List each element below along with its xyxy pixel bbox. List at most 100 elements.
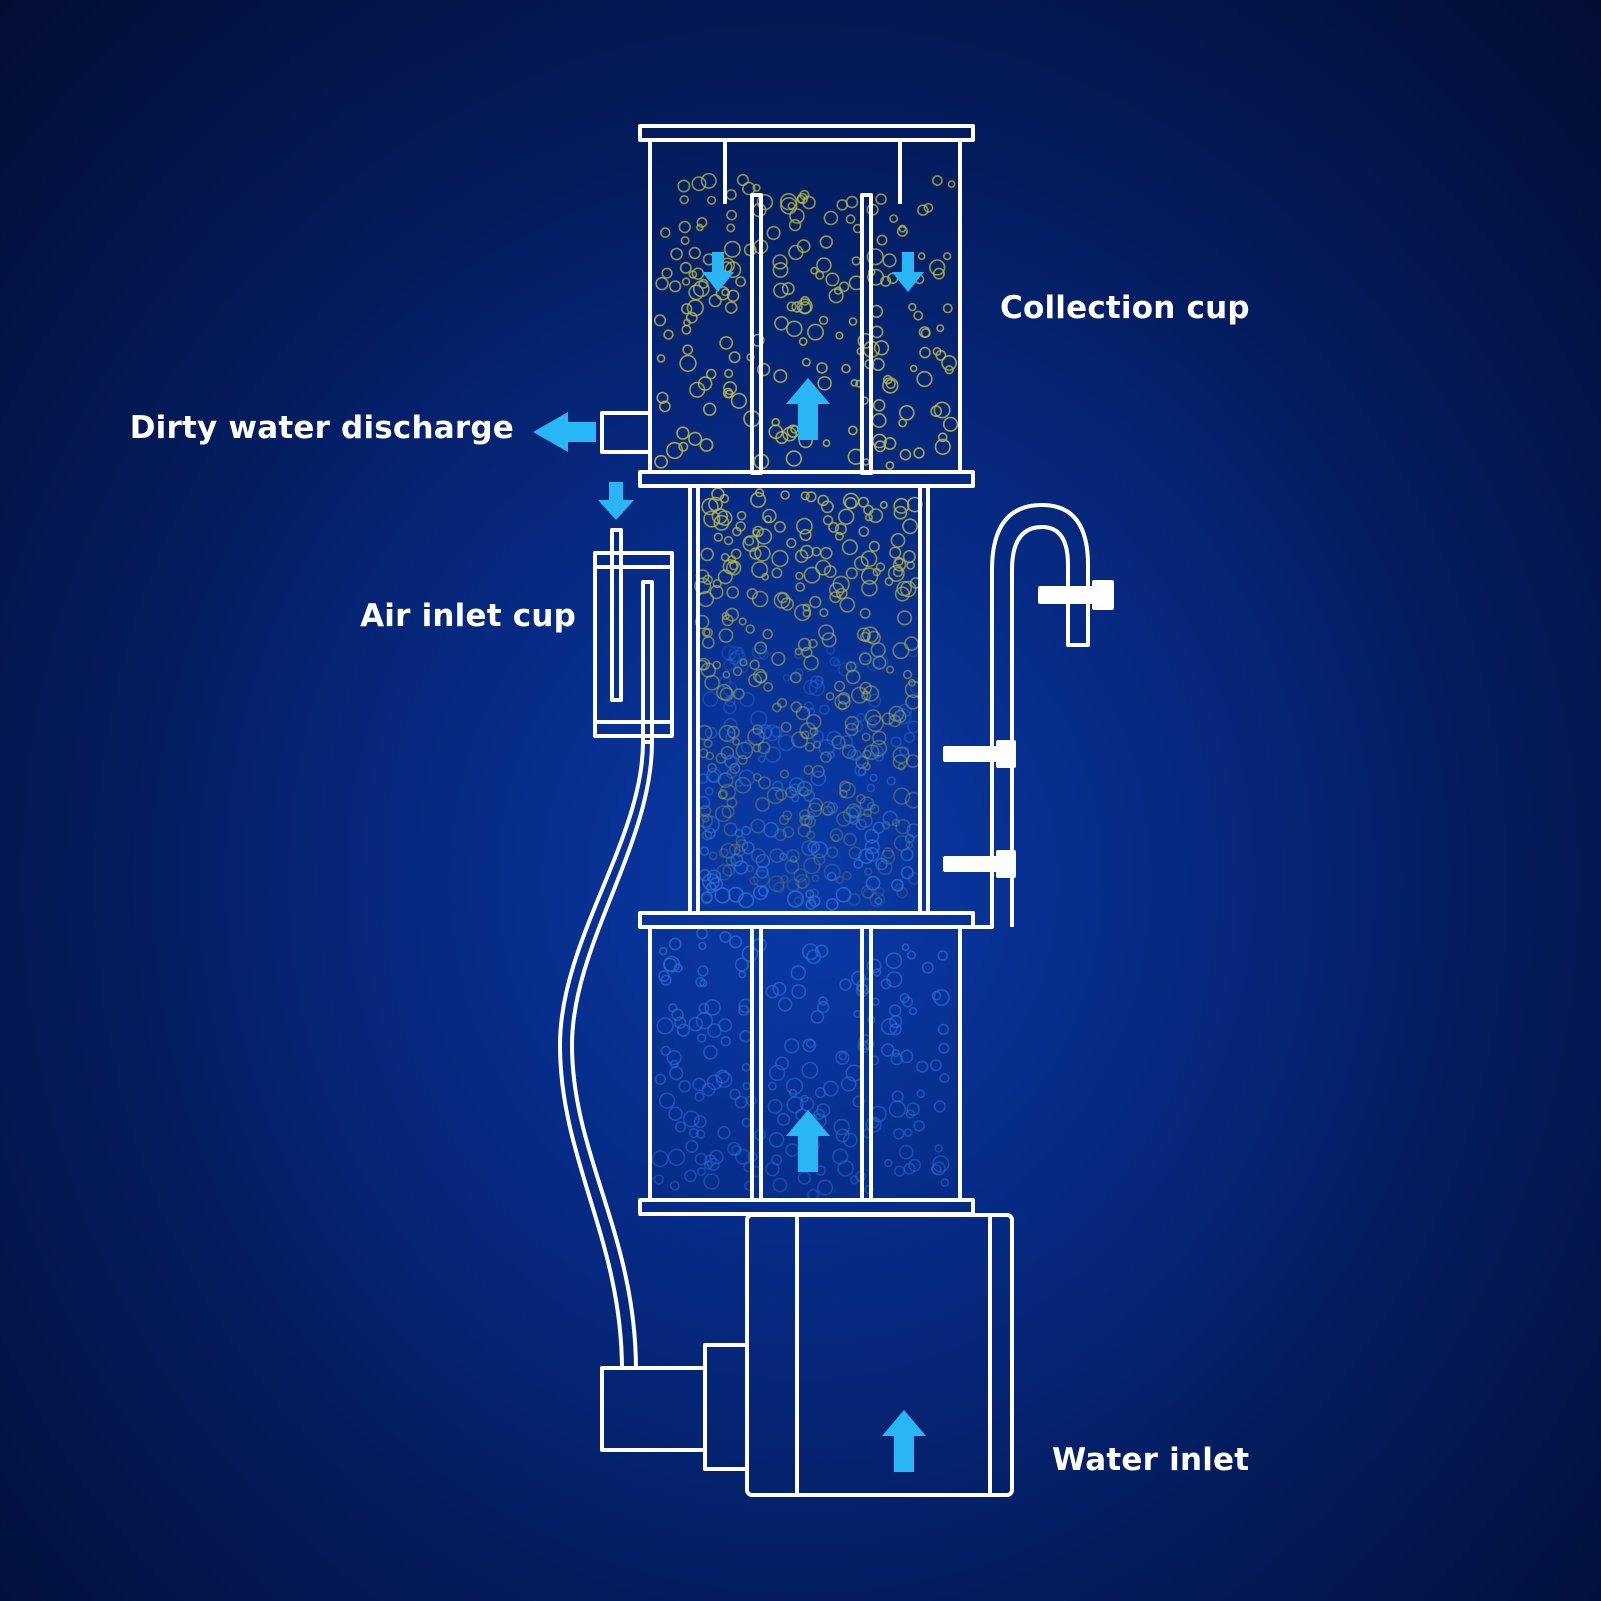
- bubble: [888, 714, 902, 728]
- bubble: [850, 970, 866, 986]
- bubble: [723, 381, 738, 396]
- bubble: [661, 267, 673, 279]
- bubble: [849, 661, 859, 671]
- bubble: [752, 724, 763, 735]
- bubble: [809, 675, 824, 689]
- bubble: [694, 1152, 708, 1166]
- bubble: [719, 335, 734, 350]
- bubble: [687, 431, 703, 447]
- bubble: [899, 992, 910, 1004]
- bubble: [898, 703, 912, 718]
- bubble: [737, 892, 755, 909]
- bubble: [871, 730, 887, 746]
- bubble: [810, 770, 827, 787]
- bubble: [890, 736, 902, 748]
- bubble: [893, 1165, 906, 1177]
- bubble: [888, 1100, 906, 1118]
- bubble: [780, 490, 790, 500]
- bubble: [732, 666, 743, 677]
- bubble: [764, 746, 782, 763]
- bubble: [653, 314, 667, 327]
- bubble: [872, 821, 885, 834]
- bubble: [719, 783, 737, 801]
- bubble: [726, 289, 740, 303]
- bubble: [755, 865, 769, 879]
- bubble: [938, 1042, 950, 1054]
- bubble: [739, 691, 755, 708]
- bubble: [831, 833, 840, 843]
- bubble: [749, 876, 759, 886]
- bubble: [791, 301, 803, 313]
- bubble: [705, 882, 717, 894]
- bubble: [668, 937, 682, 951]
- bubble: [809, 727, 819, 737]
- bubble: [780, 721, 792, 733]
- bubble: [654, 1073, 667, 1086]
- bubble: [703, 1160, 713, 1170]
- bubble: [702, 574, 713, 585]
- bubble: [682, 344, 694, 356]
- bubbles-lower-chamber: [651, 927, 950, 1201]
- bubble: [681, 324, 692, 335]
- bubble: [872, 398, 886, 412]
- bubble: [858, 652, 872, 666]
- bubble: [891, 818, 901, 827]
- bubble: [676, 1023, 690, 1037]
- bubble: [810, 1010, 825, 1024]
- bubble: [833, 680, 846, 692]
- bubble: [821, 632, 837, 648]
- bubble: [829, 591, 842, 604]
- bubble: [757, 723, 773, 740]
- bubble: [882, 377, 899, 394]
- bubble: [934, 438, 951, 456]
- bubble: [696, 927, 709, 940]
- bubble: [828, 582, 845, 598]
- bubble: [856, 793, 866, 804]
- bubble: [735, 839, 749, 852]
- bubble: [933, 401, 951, 419]
- bubble: [796, 194, 806, 204]
- bubble: [768, 1064, 786, 1082]
- bubble: [881, 712, 895, 726]
- bubble: [741, 181, 756, 196]
- bubble: [862, 888, 874, 899]
- bubble: [751, 561, 769, 579]
- bubble: [786, 301, 797, 312]
- bubble: [837, 692, 851, 705]
- bubble: [816, 1103, 831, 1118]
- bubble: [895, 818, 911, 835]
- bubble: [730, 853, 744, 867]
- bubble: [816, 362, 828, 374]
- bubble: [794, 647, 803, 656]
- bubble: [733, 688, 745, 700]
- bubble: [908, 1158, 922, 1172]
- bubble: [933, 1100, 946, 1113]
- bubble: [722, 863, 736, 877]
- bubble: [889, 214, 898, 223]
- bubble: [704, 827, 716, 840]
- bubble: [818, 704, 830, 715]
- bubble: [907, 720, 920, 734]
- bubble: [683, 318, 691, 327]
- bubble: [790, 965, 806, 981]
- bubble: [800, 491, 810, 501]
- bubble: [702, 691, 719, 708]
- bubble: [892, 754, 908, 770]
- bubble: [658, 946, 668, 956]
- bubble: [933, 989, 950, 1006]
- bubble: [765, 1161, 780, 1177]
- bubble: [668, 1003, 678, 1013]
- bubble: [819, 235, 833, 249]
- bubble: [755, 797, 770, 812]
- bubble: [762, 628, 774, 640]
- bubble: [717, 788, 729, 800]
- bubble: [725, 855, 736, 866]
- bubble: [678, 220, 691, 234]
- bubble: [724, 754, 739, 769]
- bubble: [845, 661, 857, 673]
- bubble: [842, 1132, 858, 1148]
- bubble: [812, 740, 822, 749]
- bubble: [741, 1117, 752, 1128]
- bubble: [868, 508, 884, 523]
- bubble: [705, 368, 717, 380]
